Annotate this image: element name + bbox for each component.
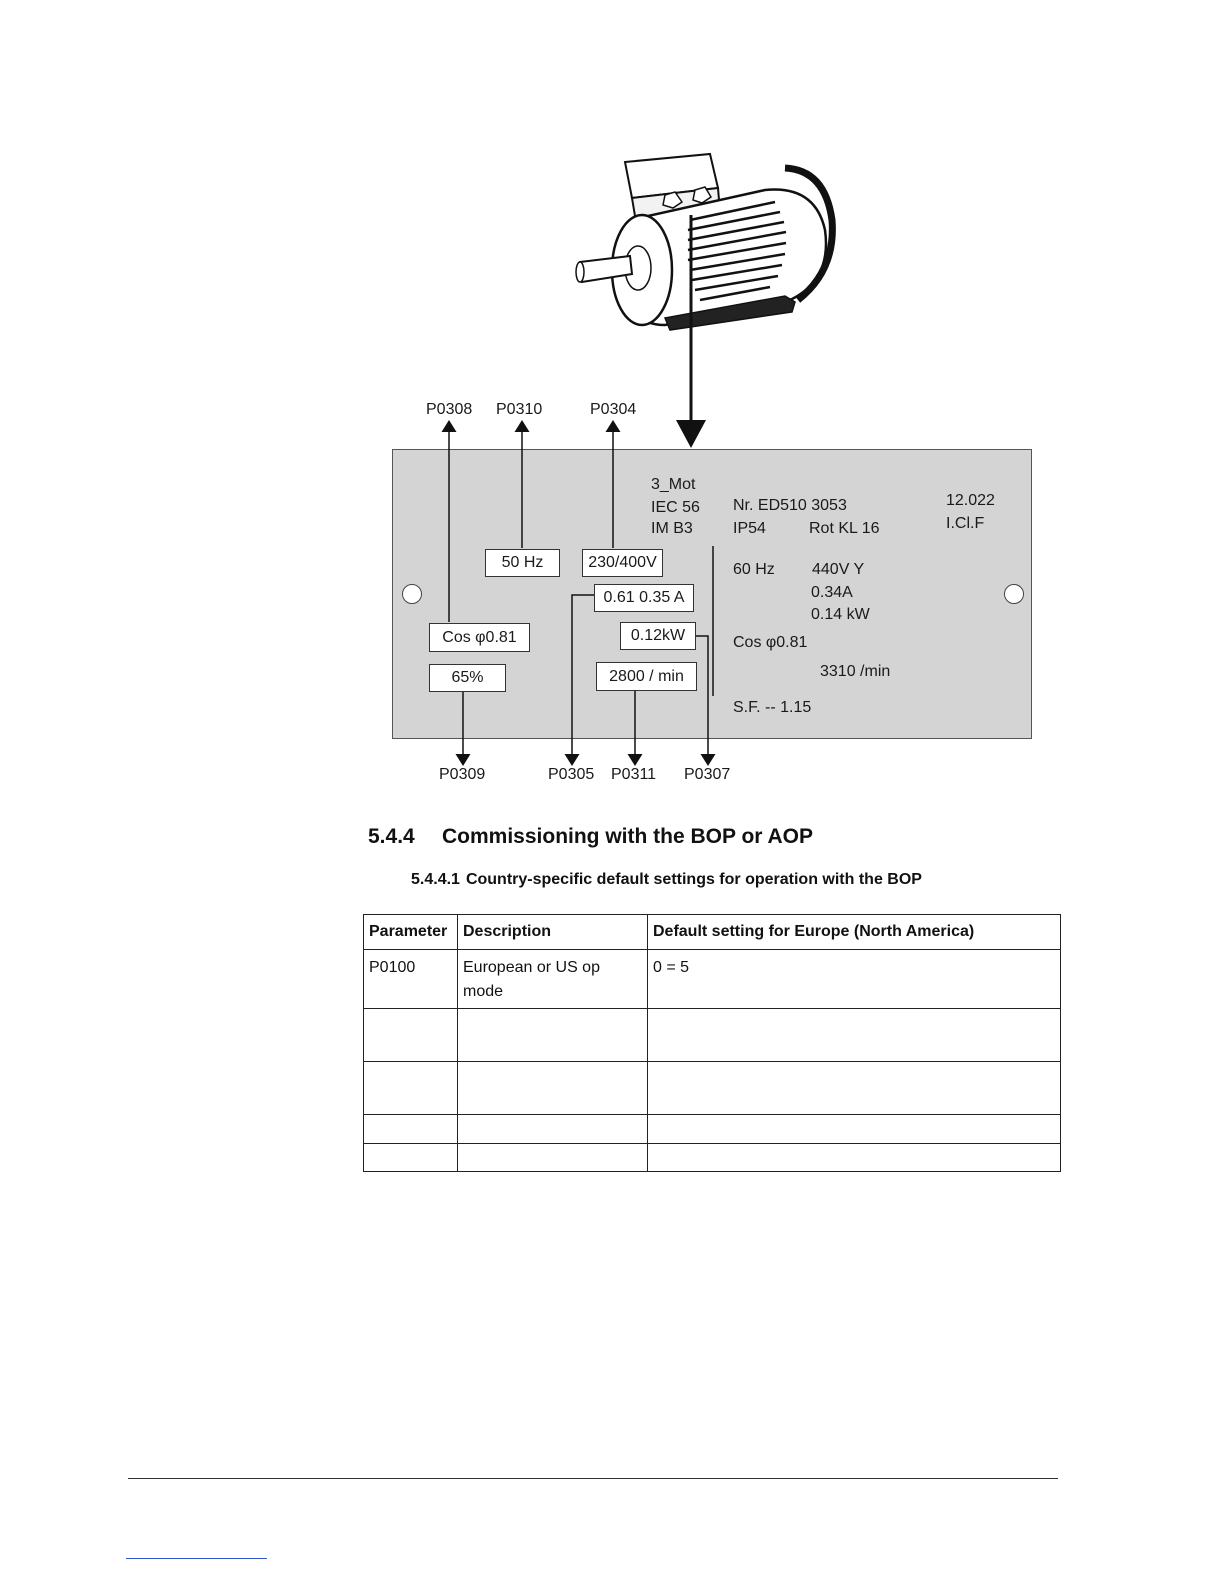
default-settings-table: Parameter Description Default setting fo… xyxy=(363,914,1061,1172)
param-label-p0304: P0304 xyxy=(590,401,637,418)
plate-divider-line xyxy=(712,546,714,696)
footer-link-underline[interactable] xyxy=(126,1558,267,1559)
column-header-default-setting: Default setting for Europe (North Americ… xyxy=(647,914,1061,950)
plate-type-line-3: IM B3 xyxy=(651,520,693,537)
value-box-efficiency: 65% xyxy=(429,664,506,692)
plate-mounting-hole-right xyxy=(1004,584,1024,604)
param-label-p0310: P0310 xyxy=(496,401,543,418)
section-title: Commissioning with the BOP or AOP xyxy=(442,825,814,848)
table-cell xyxy=(457,1114,648,1144)
param-label-p0311: P0311 xyxy=(611,766,657,783)
table-cell xyxy=(457,1143,648,1172)
section-heading: 5.4.4 Commissioning with the BOP or AOP xyxy=(368,825,813,849)
subsection-heading: 5.4.4.1 Country-specific default settings… xyxy=(411,871,922,889)
table-cell xyxy=(647,1008,1061,1062)
table-row: P0100 European or US op mode 0 = 5 xyxy=(363,949,1061,1009)
footer-divider xyxy=(128,1478,1058,1479)
value-box-voltage: 230/400V xyxy=(582,549,663,577)
table-cell xyxy=(363,1114,458,1144)
param-label-p0307: P0307 xyxy=(684,766,731,783)
table-cell xyxy=(647,1143,1061,1172)
plate-ip-rating: IP54 xyxy=(733,520,766,537)
plate-service-factor: S.F. -- 1.15 xyxy=(733,699,812,716)
plate-code-line-1: 12.022 xyxy=(946,492,995,509)
param-label-p0309: P0309 xyxy=(439,766,486,783)
value-box-frequency: 50 Hz xyxy=(485,549,560,577)
plate-type-line-1: 3_Mot xyxy=(651,476,696,493)
table-cell xyxy=(457,1008,648,1062)
plate-mounting-hole-left xyxy=(402,584,422,604)
table-row xyxy=(363,1061,1061,1115)
table-cell: European or US op mode xyxy=(457,949,648,1009)
table-row xyxy=(363,1143,1061,1172)
table-cell: P0100 xyxy=(363,949,458,1009)
section-number: 5.4.4 xyxy=(368,825,415,848)
value-box-power: 0.12kW xyxy=(620,622,696,650)
table-row xyxy=(363,1114,1061,1144)
plate-power-60hz: 0.14 kW xyxy=(811,606,870,623)
table-cell xyxy=(363,1008,458,1062)
table-header-row: Parameter Description Default setting fo… xyxy=(363,914,1061,950)
subsection-title: Country-specific default settings for op… xyxy=(465,871,922,888)
table-cell: 0 = 5 xyxy=(647,949,1061,1009)
value-box-current: 0.61 0.35 A xyxy=(594,584,694,612)
table-cell xyxy=(647,1114,1061,1144)
plate-rot: Rot KL 16 xyxy=(809,520,880,537)
plate-cos-phi-60hz: Cos φ0.81 xyxy=(733,634,808,651)
table-cell xyxy=(647,1061,1061,1115)
table-cell xyxy=(363,1143,458,1172)
plate-speed-60hz: 3310 /min xyxy=(820,663,891,680)
plate-type-line-2: IEC 56 xyxy=(651,499,700,516)
plate-60hz: 60 Hz xyxy=(733,561,775,578)
table-cell xyxy=(457,1061,648,1115)
plate-voltage-60hz: 440V Y xyxy=(812,561,865,578)
motor-illustration xyxy=(575,152,836,331)
table-row xyxy=(363,1008,1061,1062)
plate-serial-number: Nr. ED510 3053 xyxy=(733,497,847,514)
plate-current-60hz: 0.34A xyxy=(811,584,853,601)
column-header-description: Description xyxy=(457,914,648,950)
column-header-parameter: Parameter xyxy=(363,914,458,950)
leader-lines xyxy=(441,215,716,766)
plate-code-line-2: I.Cl.F xyxy=(946,515,985,532)
param-label-p0305: P0305 xyxy=(548,766,595,783)
table-cell xyxy=(363,1061,458,1115)
value-box-cos-phi: Cos φ0.81 xyxy=(429,623,530,652)
value-box-speed: 2800 / min xyxy=(596,662,697,691)
subsection-number: 5.4.4.1 xyxy=(411,871,460,888)
param-label-p0308: P0308 xyxy=(426,401,473,418)
